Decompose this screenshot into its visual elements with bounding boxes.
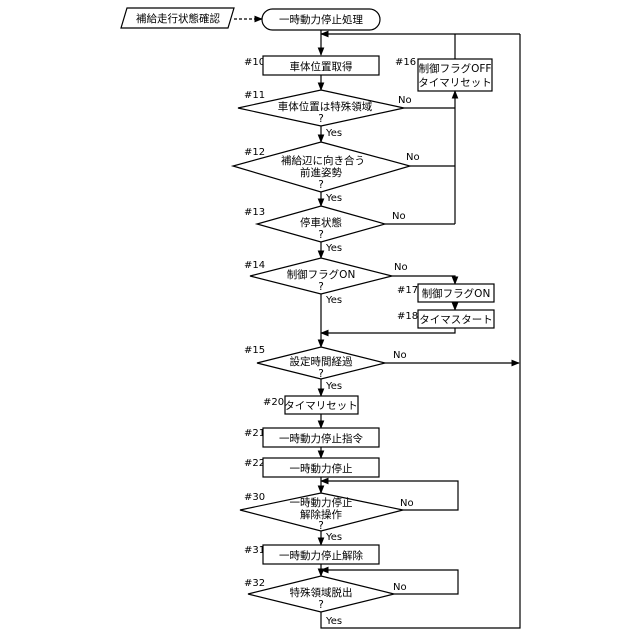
step-32-question: ?: [318, 599, 324, 611]
step-id-15: #15: [244, 345, 265, 356]
step-11-question: ?: [318, 113, 324, 125]
s14-no-line: [392, 276, 455, 284]
step-12-line1: 補給辺に向き合う: [281, 154, 365, 167]
step-id-30: #30: [244, 492, 265, 503]
step-id-18: #18: [397, 311, 418, 322]
step-13-label: 停車状態: [300, 216, 342, 229]
step-31-label: 一時動力停止解除: [279, 549, 363, 562]
step-id-31: #31: [244, 545, 265, 556]
step-17-label: 制御フラグON: [422, 287, 491, 300]
step-32-no: No: [393, 582, 407, 593]
step-30-question: ?: [318, 520, 324, 532]
step-10-label: 車体位置取得: [290, 60, 353, 73]
step-15-question: ?: [318, 368, 324, 380]
input-label: 補給走行状態確認: [136, 12, 220, 25]
step-14-label: 制御フラグON: [287, 268, 356, 281]
loop-return-right: [321, 34, 520, 628]
step-id-17: #17: [397, 285, 418, 296]
step-id-10: #10: [244, 57, 265, 68]
step-18-label: タイマスタート: [419, 314, 493, 326]
step-id-22: #22: [244, 458, 265, 469]
step-30-yes: Yes: [325, 532, 342, 543]
s18-merge-line: [321, 328, 455, 333]
step-id-20: #20: [263, 397, 284, 408]
step-32-label: 特殊領域脱出: [290, 586, 353, 599]
step-id-21: #21: [244, 428, 265, 439]
step-30-line1: 一時動力停止: [290, 496, 353, 509]
step-id-32: #32: [244, 578, 265, 589]
step-32-yes: Yes: [325, 616, 342, 627]
step-21-label: 一時動力停止指令: [279, 432, 363, 445]
step-13-no: No: [392, 211, 406, 222]
step-id-12: #12: [244, 147, 265, 158]
step-11-no: No: [398, 95, 412, 106]
step-id-16: #16: [395, 57, 416, 68]
step-11-label: 車体位置は特殊領域: [278, 100, 373, 113]
step-15-yes: Yes: [325, 381, 342, 392]
start-label: 一時動力停止処理: [279, 13, 363, 26]
step-22-label: 一時動力停止: [290, 462, 353, 475]
step-12-line2: 前進姿勢: [300, 166, 342, 179]
step-15-label: 設定時間経過: [290, 355, 353, 368]
step-12-no: No: [406, 152, 420, 163]
step-13-question: ?: [318, 229, 324, 241]
step-30-no: No: [400, 498, 414, 509]
step-14-no: No: [394, 262, 408, 273]
step-16-line1: 制御フラグOFF: [419, 62, 492, 75]
step-16-line2: タイマリセット: [418, 77, 492, 89]
step-15-no: No: [393, 350, 407, 361]
step-14-question: ?: [318, 281, 324, 293]
step-id-13: #13: [244, 207, 265, 218]
step-id-14: #14: [244, 260, 265, 271]
step-11-yes: Yes: [325, 128, 342, 139]
step-12-question: ?: [318, 179, 324, 191]
start-terminal: 一時動力停止処理: [262, 9, 380, 30]
input-parallelogram: 補給走行状態確認: [121, 8, 234, 28]
step-14-yes: Yes: [325, 295, 342, 306]
step-12-yes: Yes: [325, 193, 342, 204]
step-id-11: #11: [244, 90, 265, 101]
step-20-label: タイマリセット: [284, 400, 358, 412]
step-13-yes: Yes: [325, 243, 342, 254]
